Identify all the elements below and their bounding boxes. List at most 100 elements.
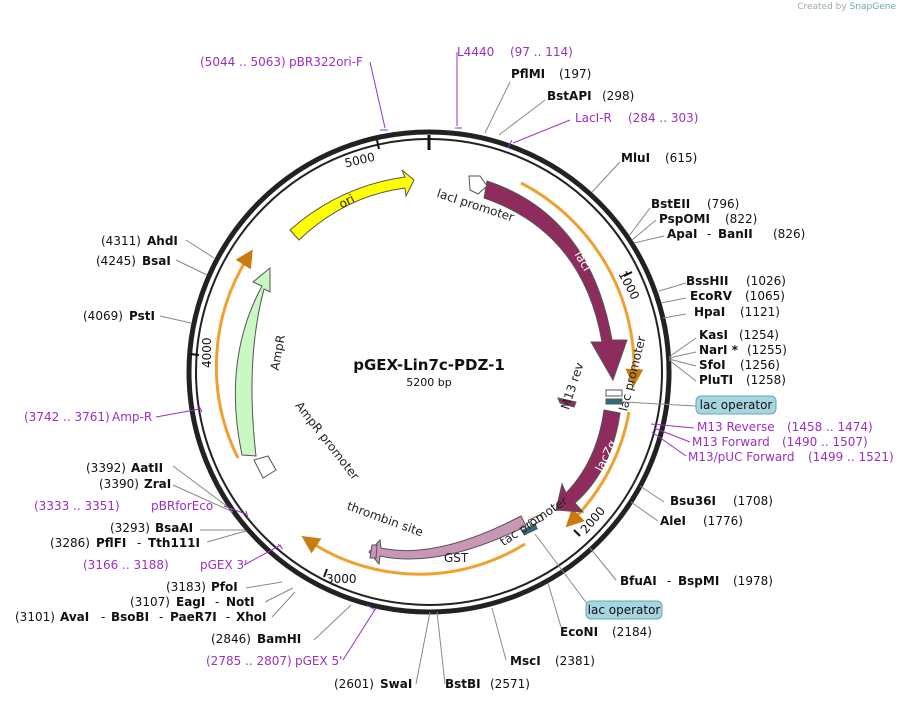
plasmid-name: pGEX-Lin7c-PDZ-1 xyxy=(353,356,505,374)
enzyme-bamhi-pos: (2846) xyxy=(211,632,251,646)
lac-promoter-feature[interactable] xyxy=(605,389,623,397)
pbrforeco-name[interactable]: pBRforEco xyxy=(151,499,213,513)
enzyme-bstbi[interactable]: BstBI xyxy=(445,677,481,691)
enzyme-hpai-pos: (1121) xyxy=(740,305,780,319)
enzyme-econi[interactable]: EcoNI xyxy=(560,625,598,639)
enzyme-xhoi[interactable]: XhoI xyxy=(236,610,267,624)
enzyme-bsteii[interactable]: BstEII xyxy=(651,197,690,211)
enzyme-pluti[interactable]: PluTI xyxy=(699,373,733,387)
enzyme-pspomi[interactable]: PspOMI xyxy=(659,212,710,226)
lac-operator-feature-2[interactable] xyxy=(521,523,538,536)
thrombin-feature[interactable] xyxy=(369,544,378,559)
tick-label-4000: 4000 xyxy=(200,337,214,368)
lacza-feature[interactable] xyxy=(555,409,621,513)
enzyme-bspmi[interactable]: BspMI xyxy=(678,574,719,588)
tick-label-3000: 3000 xyxy=(326,572,357,586)
tick-label-5000: 5000 xyxy=(343,150,376,171)
enzyme-bfuai-sep: - xyxy=(667,574,671,588)
laci-r-name[interactable]: LacI-R xyxy=(575,111,612,125)
enzyme-pflmi[interactable]: PflMI xyxy=(511,67,545,81)
enzyme-msci[interactable]: MscI xyxy=(510,654,541,668)
pgex5-name[interactable]: pGEX 5' xyxy=(295,654,342,668)
m13-puc-name[interactable]: M13/pUC Forward xyxy=(688,450,795,464)
enzyme-bsobi[interactable]: BsoBI xyxy=(111,610,149,624)
enzyme-leader-lines xyxy=(159,81,697,685)
enzyme-zrai-pos: (3390) xyxy=(99,477,139,491)
enzyme-swai[interactable]: SwaI xyxy=(380,677,412,691)
enzyme-paer7i[interactable]: PaeR7I xyxy=(170,610,217,624)
enzyme-eagi-sep: - xyxy=(215,595,219,609)
enzyme-bsai[interactable]: BsaI xyxy=(142,254,171,268)
laci-feature[interactable] xyxy=(483,180,628,382)
enzyme-pflfi-sep: - xyxy=(137,536,141,550)
gst-label: GST xyxy=(444,551,469,565)
enzyme-aatii[interactable]: AatII xyxy=(131,461,163,475)
lac-operator-2-label: lac operator xyxy=(588,603,661,617)
enzyme-sfoi-pos: (1256) xyxy=(740,358,780,372)
enzyme-apai-pos: (826) xyxy=(773,227,805,241)
enzyme-avai[interactable]: AvaI xyxy=(60,610,89,624)
enzyme-bsaai[interactable]: BsaAI xyxy=(155,521,193,535)
m13-reverse-name[interactable]: M13 Reverse xyxy=(697,420,775,434)
enzyme-bamhi[interactable]: BamHI xyxy=(257,632,301,646)
enzyme-banii[interactable]: BanII xyxy=(718,227,753,241)
ampr-promoter-feature[interactable] xyxy=(253,455,277,479)
enzyme-apai[interactable]: ApaI xyxy=(667,227,697,241)
enzyme-avai-pos: (3101) xyxy=(15,610,55,624)
m13rev-feature[interactable] xyxy=(557,397,577,408)
lac-operator-feature-1[interactable] xyxy=(605,398,623,405)
enzyme-ahdi-pos: (4311) xyxy=(101,234,141,248)
enzyme-mlui[interactable]: MluI xyxy=(621,151,650,165)
enzyme-psti[interactable]: PstI xyxy=(129,309,155,323)
enzyme-zrai[interactable]: ZraI xyxy=(144,477,171,491)
enzyme-ahdi[interactable]: AhdI xyxy=(147,234,178,248)
watermark-brand[interactable]: SnapGene xyxy=(849,2,896,12)
enzyme-bfuai[interactable]: BfuAI xyxy=(620,574,657,588)
enzyme-alei[interactable]: AleI xyxy=(660,514,686,528)
enzyme-pluti-pos: (1258) xyxy=(746,373,786,387)
enzyme-bstapi[interactable]: BstAPI xyxy=(547,89,592,103)
ori-feature[interactable] xyxy=(289,169,415,241)
enzyme-swai-pos: (2601) xyxy=(334,677,374,691)
tac-promoter-feature[interactable] xyxy=(527,513,545,527)
m13-forward-name[interactable]: M13 Forward xyxy=(692,435,770,449)
enzyme-hpai[interactable]: HpaI xyxy=(694,305,725,319)
lac-operator-1-box[interactable] xyxy=(695,395,777,415)
tick-label-1000: 1000 xyxy=(616,269,643,303)
ori-label: ori xyxy=(336,192,356,212)
ampr-promoter-label: AmpR promoter xyxy=(292,399,362,483)
enzyme-nari[interactable]: NarI * xyxy=(699,343,739,357)
laci-promoter-feature[interactable] xyxy=(468,175,488,195)
enzyme-psti-pos: (4069) xyxy=(83,309,123,323)
ampr-feature[interactable] xyxy=(234,266,271,457)
pbr322ori-name[interactable]: pBR322ori-F xyxy=(289,55,363,69)
pgex3-name[interactable]: pGEX 3' xyxy=(200,558,247,572)
amp-r-name[interactable]: Amp-R xyxy=(112,410,152,424)
enzyme-bfuai-pos: (1978) xyxy=(733,574,773,588)
lac-operator-2-box[interactable] xyxy=(585,600,663,620)
enzyme-kasi[interactable]: KasI xyxy=(699,328,728,342)
enzyme-econi-pos: (2184) xyxy=(612,625,652,639)
m13-reverse-range: (1458 .. 1474) xyxy=(787,420,873,434)
enzyme-pfoi[interactable]: PfoI xyxy=(211,580,238,594)
enzyme-bsu36i[interactable]: Bsu36I xyxy=(670,494,716,508)
l4440-name[interactable]: L4440 xyxy=(457,45,494,59)
enzyme-pflfi[interactable]: PflFI xyxy=(96,536,126,550)
enzyme-noti[interactable]: NotI xyxy=(226,595,255,609)
enzyme-nari-pos: (1255) xyxy=(747,343,787,357)
enzyme-eagi[interactable]: EagI xyxy=(176,595,205,609)
enzyme-ecorv[interactable]: EcoRV xyxy=(690,289,733,303)
backbone-outer xyxy=(186,129,672,615)
enzyme-bsshii[interactable]: BssHII xyxy=(686,274,728,288)
pbr322ori-range: (5044 .. 5063) xyxy=(200,55,286,69)
enzyme-bsai-pos: (4245) xyxy=(96,254,136,268)
watermark-prefix: Created by xyxy=(797,2,847,12)
enzyme-bsaai-pos: (3293) xyxy=(110,521,150,535)
enzyme-tth111i[interactable]: Tth111I xyxy=(148,536,200,550)
pbrforeco-range: (3333 .. 3351) xyxy=(34,499,120,513)
enzyme-avai-sep3: - xyxy=(226,610,230,624)
enzyme-bsteii-pos: (796) xyxy=(707,197,739,211)
enzyme-sfoi[interactable]: SfoI xyxy=(699,358,726,372)
laci-r-range: (284 .. 303) xyxy=(628,111,698,125)
